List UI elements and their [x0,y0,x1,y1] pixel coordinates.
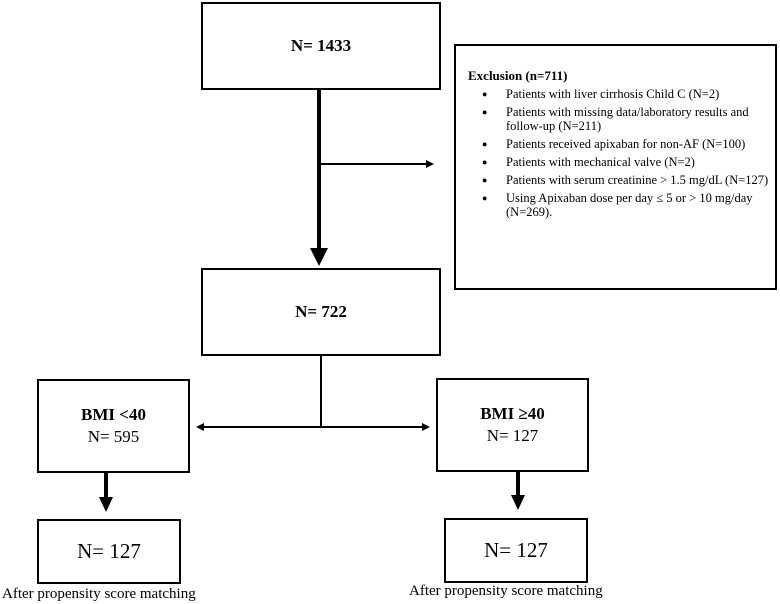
left-matching-caption: After propensity score matching [2,586,196,602]
bmi-under-40-matched-count: N= 127 [77,539,141,563]
exclusion-item: Patients received apixaban for non-AF (N… [468,137,769,151]
bmi-40-plus-label: BMI ≥40 [480,404,545,423]
included-patients-box: N= 722 [201,268,441,356]
arrowhead-right-to-final [511,495,525,510]
arrowhead-left-to-final [99,497,113,512]
exclusion-item: Patients with serum creatinine > 1.5 mg/… [468,173,769,187]
bmi-40-plus-count: N= 127 [486,426,539,445]
included-patients-count: N= 722 [295,302,347,321]
bmi-under-40-count: N= 595 [87,427,140,446]
bmi-40-plus-matched-count: N= 127 [484,538,548,562]
bmi-under-40-label: BMI <40 [81,405,146,424]
exclusion-list: Patients with liver cirrhosis Child C (N… [468,87,769,219]
right-matching-caption: After propensity score matching [409,583,603,599]
bmi-under-40-matched-box: N= 127 [37,519,181,584]
bmi-40-plus-box: BMI ≥40 N= 127 [436,378,589,472]
total-patients-count: N= 1433 [290,36,352,55]
exclusion-item: Patients with liver cirrhosis Child C (N… [468,87,769,101]
exclusion-box: Exclusion (n=711) Patients with liver ci… [454,44,777,290]
total-patients-box: N= 1433 [201,2,441,90]
arrowhead-top-to-middle [310,248,328,266]
exclusion-item: Patients with mechanical valve (N=2) [468,155,769,169]
bmi-40-plus-matched-box: N= 127 [444,518,588,583]
exclusion-item: Patients with missing data/laboratory re… [468,105,769,133]
exclusion-title: Exclusion (n=711) [468,68,568,83]
bmi-under-40-box: BMI <40 N= 595 [37,379,190,473]
exclusion-item: Using Apixaban dose per day ≤ 5 or > 10 … [468,191,769,219]
